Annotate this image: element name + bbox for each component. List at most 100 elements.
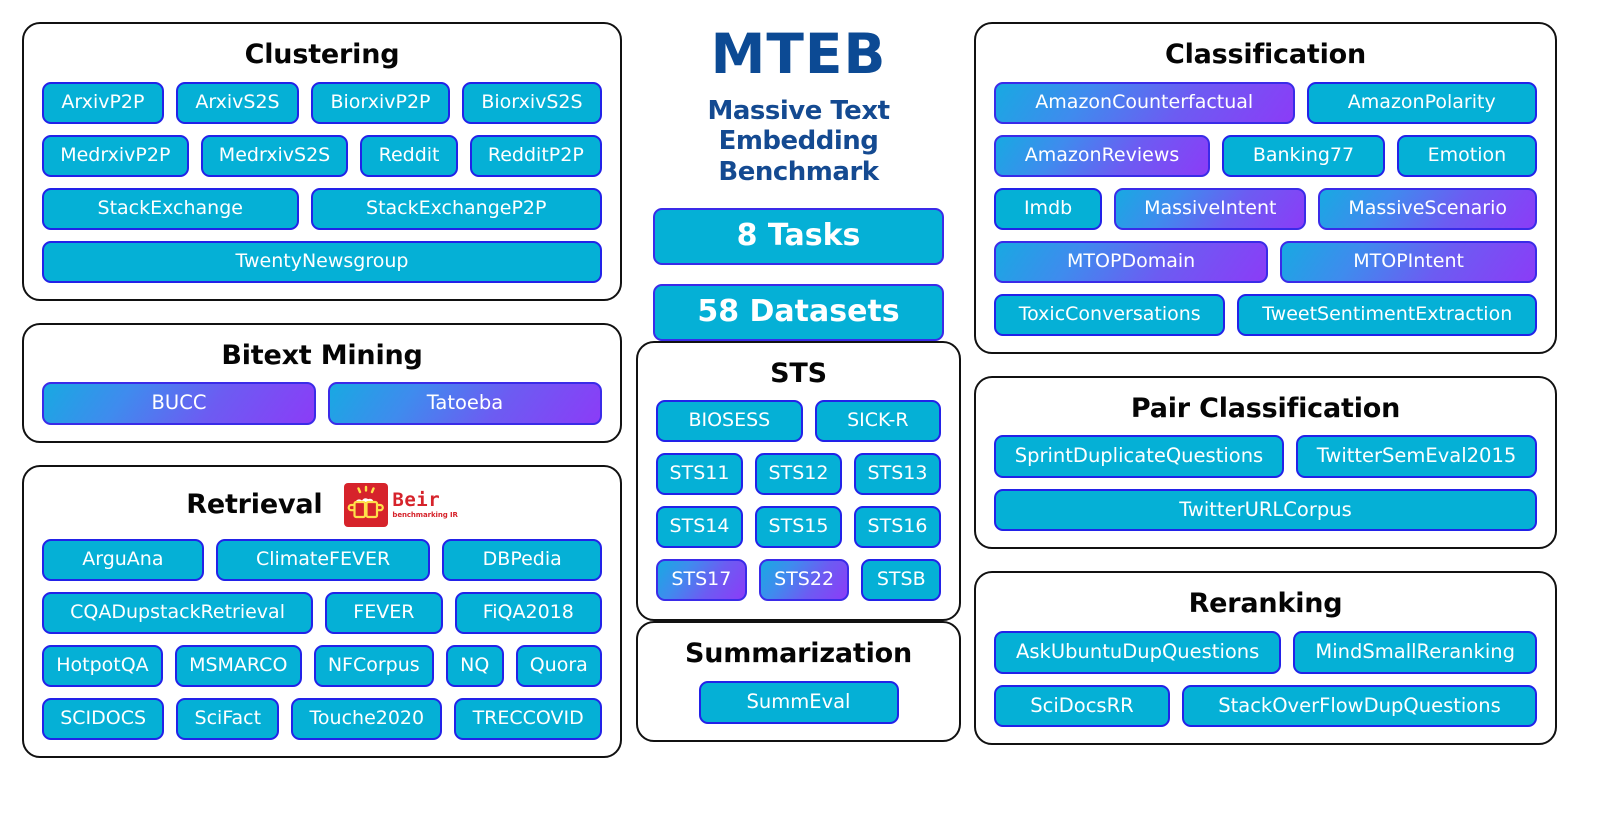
dataset-chip[interactable]: Reddit bbox=[360, 134, 458, 177]
dataset-chip[interactable]: BiorxivP2P bbox=[311, 81, 450, 124]
dataset-chip[interactable]: TwitterURLCorpus bbox=[994, 488, 1537, 532]
dataset-chip[interactable]: FiQA2018 bbox=[454, 591, 602, 634]
dataset-chip[interactable]: MTOPIntent bbox=[1280, 240, 1537, 283]
dataset-chip[interactable]: StackExchange bbox=[42, 187, 299, 230]
dataset-chip[interactable]: CQADupstackRetrieval bbox=[42, 591, 314, 634]
chip-row: SummEval bbox=[656, 681, 941, 724]
dataset-chip[interactable]: ToxicConversations bbox=[994, 293, 1226, 336]
dataset-chip[interactable]: MindSmallReranking bbox=[1293, 631, 1538, 674]
mteb-subtitle: Massive Text Embedding Benchmark bbox=[707, 95, 890, 188]
chip-row: STS17 STS22 STSB bbox=[656, 559, 942, 602]
chip-row: SCIDOCS SciFact Touche2020 TRECCOVID bbox=[42, 697, 603, 740]
dataset-chip[interactable]: MassiveScenario bbox=[1318, 187, 1537, 230]
dataset-chip[interactable]: BiorxivS2S bbox=[461, 81, 603, 124]
panel-reranking: Reranking AskUbuntuDupQuestions MindSmall… bbox=[974, 571, 1557, 746]
dataset-chip[interactable]: SciFact bbox=[176, 697, 280, 740]
dataset-chip[interactable]: AmazonReviews bbox=[994, 134, 1211, 177]
chip-row: STS14 STS15 STS16 bbox=[656, 506, 941, 549]
panel-title-bitext-mining: Bitext Mining bbox=[221, 339, 423, 371]
panel-title-pair-classification: Pair Classification bbox=[1130, 392, 1401, 424]
dataset-chip[interactable]: SICK-R bbox=[814, 400, 942, 443]
dataset-chip[interactable]: ArguAna bbox=[42, 538, 204, 581]
dataset-chip[interactable]: STS13 bbox=[854, 453, 941, 496]
chip-row: ArguAna ClimateFEVER DBPedia bbox=[42, 538, 603, 581]
dataset-chip[interactable]: MedrxivP2P bbox=[42, 134, 189, 177]
dataset-chip[interactable]: HotpotQA bbox=[42, 644, 163, 687]
chip-row: ArxivP2P ArxivS2S BiorxivP2P BiorxivS2S bbox=[41, 81, 603, 124]
dataset-chip[interactable]: NFCorpus bbox=[313, 644, 434, 687]
dataset-chip[interactable]: RedditP2P bbox=[469, 134, 602, 177]
dataset-chip[interactable]: DBPedia bbox=[442, 538, 603, 581]
panel-title-sts: STS bbox=[770, 357, 827, 389]
dataset-chip[interactable]: Banking77 bbox=[1222, 134, 1385, 177]
chip-group-clustering: ArxivP2P ArxivS2S BiorxivP2P BiorxivS2S Medr… bbox=[41, 81, 603, 283]
dataset-chip[interactable]: STS12 bbox=[755, 453, 842, 496]
dataset-chip[interactable]: StackExchangeP2P bbox=[310, 187, 602, 230]
beer-mugs-icon bbox=[344, 482, 389, 527]
dataset-chip[interactable]: MTOPDomain bbox=[994, 240, 1269, 283]
dataset-chip[interactable]: MassiveIntent bbox=[1114, 187, 1307, 230]
dataset-chip[interactable]: TRECCOVID bbox=[454, 697, 603, 740]
dataset-chip[interactable]: Emotion bbox=[1396, 134, 1537, 177]
panel-title-reranking: Reranking bbox=[1188, 588, 1343, 620]
dataset-chip[interactable]: ArxivP2P bbox=[41, 81, 164, 124]
left-column: Clustering ArxivP2P ArxivS2S BiorxivP2P Bio… bbox=[22, 22, 622, 758]
mteb-logo: MTEB bbox=[710, 22, 887, 86]
dataset-chip[interactable]: MSMARCO bbox=[174, 644, 302, 687]
dataset-chip[interactable]: BUCC bbox=[42, 382, 316, 425]
dataset-chip[interactable]: Tatoeba bbox=[328, 382, 602, 425]
chip-row: BIOSESS SICK-R bbox=[656, 400, 942, 443]
panel-title-retrieval: Retrieval bbox=[186, 489, 323, 521]
panel-title-summarization: Summarization bbox=[685, 638, 912, 670]
chip-row: TwentyNewsgroup bbox=[42, 240, 602, 283]
dataset-chip[interactable]: Quora bbox=[515, 644, 602, 687]
dataset-chip[interactable]: STS16 bbox=[854, 506, 941, 549]
dataset-chip[interactable]: AmazonPolarity bbox=[1306, 81, 1537, 124]
dataset-chip[interactable]: TwitterSemEval2015 bbox=[1295, 435, 1538, 478]
dataset-chip[interactable]: FEVER bbox=[325, 591, 443, 634]
mteb-header: MTEB Massive Text Embedding Benchmark 8 … bbox=[636, 22, 961, 341]
dataset-chip[interactable]: STS15 bbox=[755, 506, 842, 549]
dataset-chip[interactable]: SciDocsRR bbox=[994, 684, 1170, 728]
panel-summarization: Summarization SummEval bbox=[636, 621, 961, 742]
panel-header-retrieval: Retrieval bbox=[42, 477, 602, 539]
chip-row: MedrxivP2P MedrxivS2S Reddit RedditP2P bbox=[42, 134, 602, 177]
dataset-chip[interactable]: ArxivS2S bbox=[175, 81, 300, 124]
dataset-chip[interactable]: AmazonCounterfactual bbox=[994, 81, 1295, 124]
dataset-chip[interactable]: TwentyNewsgroup bbox=[42, 240, 602, 283]
beir-tagline: benchmarking IR bbox=[392, 510, 458, 519]
panel-title-clustering: Clustering bbox=[244, 39, 400, 70]
dataset-chip[interactable]: MedrxivS2S bbox=[200, 134, 349, 177]
dataset-chip[interactable]: SummEval bbox=[698, 681, 899, 724]
dataset-chip[interactable]: STS11 bbox=[656, 453, 743, 496]
dataset-chip[interactable]: Touche2020 bbox=[291, 697, 443, 740]
dataset-chip[interactable]: StackOverFlowDupQuestions bbox=[1181, 684, 1538, 728]
chip-row: SprintDuplicateQuestions TwitterSemEval20… bbox=[994, 435, 1538, 478]
panel-retrieval: Retrieval bbox=[22, 464, 622, 758]
dataset-chip[interactable]: STS14 bbox=[656, 506, 743, 549]
panel-title-classification: Classification bbox=[1164, 39, 1367, 70]
dataset-chip[interactable]: ClimateFEVER bbox=[215, 538, 431, 581]
dataset-chip[interactable]: BIOSESS bbox=[656, 400, 803, 443]
dataset-chip[interactable]: SCIDOCS bbox=[42, 697, 165, 740]
mteb-stats: 8 Tasks 58 Datasets bbox=[636, 207, 961, 341]
dataset-chip[interactable]: TweetSentimentExtraction bbox=[1237, 293, 1538, 336]
dataset-chip[interactable]: NQ bbox=[445, 644, 504, 687]
panel-clustering: Clustering ArxivP2P ArxivS2S BiorxivP2P Bio… bbox=[22, 22, 622, 301]
dataset-chip[interactable]: SprintDuplicateQuestions bbox=[994, 435, 1284, 478]
chip-row: MTOPDomain MTOPIntent bbox=[994, 240, 1537, 283]
dataset-chip[interactable]: AskUbuntuDupQuestions bbox=[994, 631, 1282, 674]
chip-row: AmazonReviews Banking77 Emotion bbox=[994, 134, 1537, 177]
beir-wordmark: Beir benchmarking IR bbox=[392, 490, 458, 519]
dataset-chip[interactable]: STS22 bbox=[758, 559, 850, 602]
dataset-chip[interactable]: Imdb bbox=[994, 187, 1103, 230]
dataset-chip[interactable]: STSB bbox=[861, 559, 942, 602]
dataset-chip[interactable]: STS17 bbox=[656, 559, 747, 602]
